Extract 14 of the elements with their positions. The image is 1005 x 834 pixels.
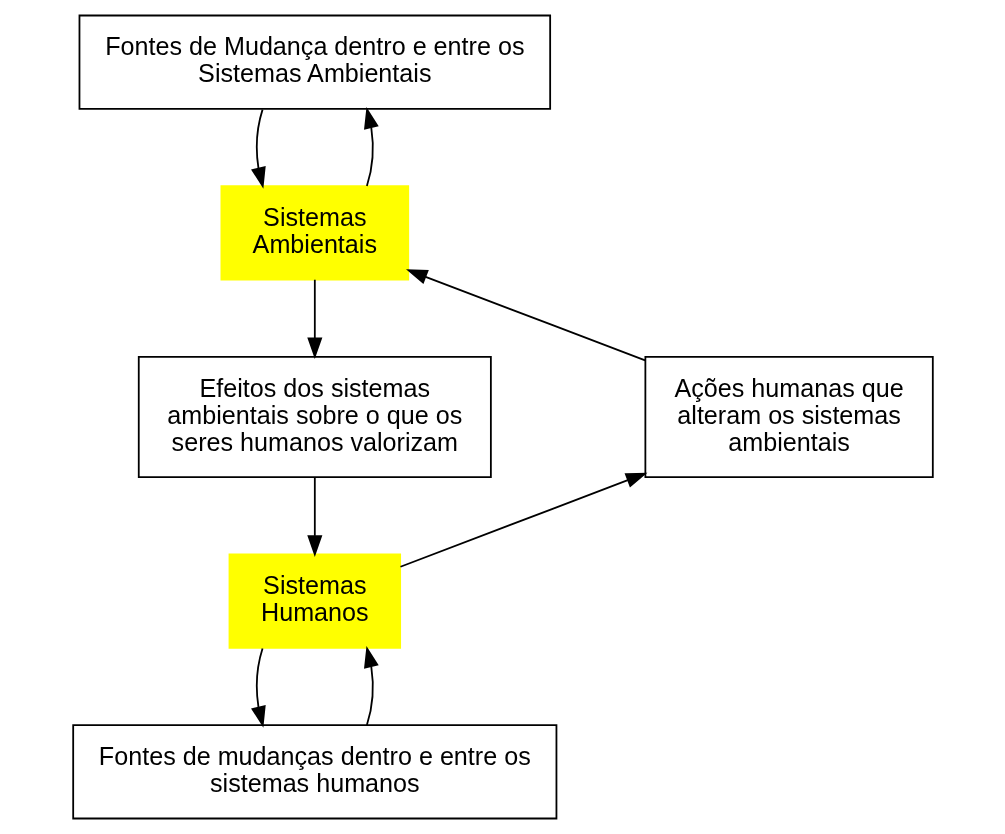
arrow	[250, 647, 266, 728]
node-box: Sistemas Humanos	[228, 553, 401, 649]
arrow	[306, 476, 322, 557]
arrow	[399, 472, 647, 568]
node-box: Fontes de Mudança dentro e entre os Sistemas Ambientais	[78, 14, 551, 110]
node-box: Fontes de mudanças dentro e entre os sistemas humanos	[71, 724, 557, 820]
node-box: Ações humanas que alteram os sistemas ambientais	[643, 355, 934, 479]
arrow	[363, 107, 379, 187]
arrow	[363, 645, 379, 726]
arrow	[405, 269, 646, 362]
node-box: Sistemas Ambientais	[220, 185, 409, 281]
arrow	[250, 108, 266, 189]
node-box: Efeitos dos sistemas ambientais sobre o que os seres humanos valorizam	[137, 355, 492, 479]
arrow	[306, 278, 322, 360]
